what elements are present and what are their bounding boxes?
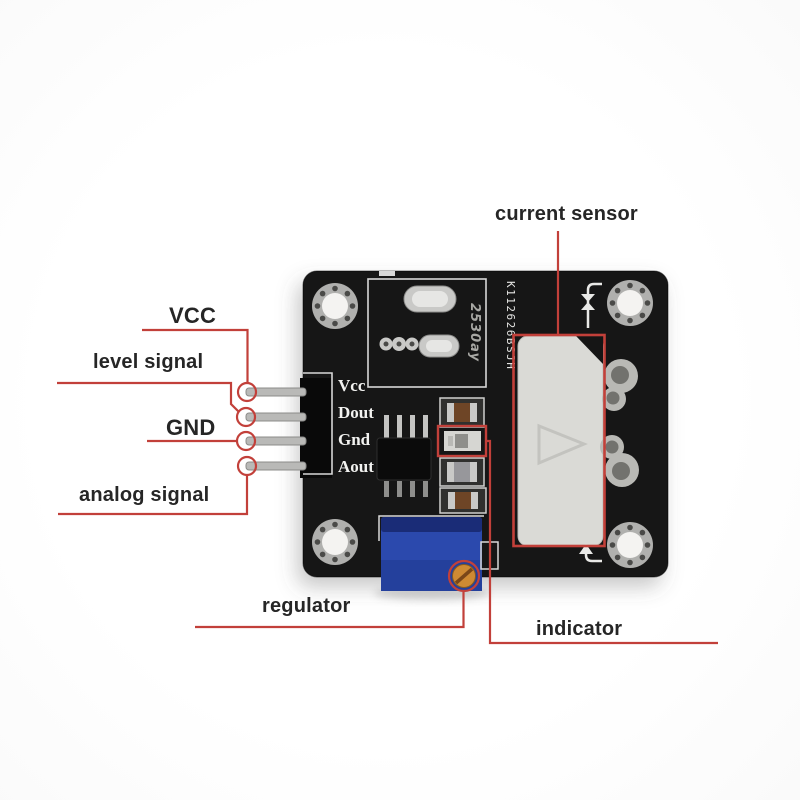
screw-highlight-circle <box>447 559 481 593</box>
annotation-lines <box>57 231 718 645</box>
pin-label-aout: Aout <box>338 457 374 476</box>
small-pads-row <box>379 337 419 351</box>
serial-code-text: K112626BSJH <box>504 281 517 370</box>
pin-dout <box>245 412 307 422</box>
sensor-highlight-box <box>512 333 606 548</box>
pin-vcc <box>245 387 307 397</box>
ic-chip <box>376 415 432 497</box>
silkscreen-edge-tick <box>379 271 395 276</box>
mounting-hole-top-right <box>607 280 653 326</box>
smd-resistor-2 <box>439 487 487 514</box>
callout-label-vcc: VCC <box>169 303 217 328</box>
callout-line-analog-signal <box>58 476 249 516</box>
callout-label-gnd: GND <box>166 415 216 440</box>
silkscreen-box <box>367 278 487 388</box>
smd-capacitor <box>439 457 485 487</box>
pin-label-dout: Dout <box>338 403 374 422</box>
mounting-hole-bottom-right <box>607 522 653 568</box>
pin-circle-aout <box>236 455 258 477</box>
current-sensor-body <box>517 335 604 547</box>
header-pins <box>245 387 307 471</box>
callout-line-vcc <box>142 328 249 382</box>
pin-label-vcc: Vcc <box>338 376 366 395</box>
current-direction-arrow-top <box>581 282 602 328</box>
oval-pad-bottom <box>418 334 460 358</box>
pin-label-gnd: Gnd <box>338 430 371 449</box>
callout-label-regulator: regulator <box>262 595 351 617</box>
sensor-triangle-mark <box>537 423 588 466</box>
callout-line-indicator <box>486 439 718 645</box>
terminal-pads-top <box>602 359 638 411</box>
callout-line-level-signal <box>57 381 240 413</box>
oval-pad-top <box>403 285 457 313</box>
callout-label-analog-signal: analog signal <box>79 484 210 506</box>
date-code-text: 2530ay <box>467 303 482 362</box>
pin-circle-gnd <box>235 430 257 452</box>
mounting-hole-bottom-left <box>312 519 358 565</box>
indicator-led <box>444 431 481 451</box>
pin-gnd <box>245 436 307 446</box>
pin-circle-dout <box>235 406 257 428</box>
callout-label-current-sensor: current sensor <box>495 203 638 225</box>
callout-line-regulator <box>195 592 465 629</box>
current-direction-arrow-bottom <box>579 544 602 563</box>
pin-circle-vcc <box>236 381 258 403</box>
terminal-pads-bottom <box>600 435 639 487</box>
trimpot <box>378 515 484 591</box>
mounting-hole-top-left <box>312 283 358 329</box>
trimpot-silkscreen <box>378 515 484 541</box>
smd-resistor-1 <box>439 397 485 428</box>
callout-label-indicator: indicator <box>536 618 623 640</box>
pin-header-silkscreen-bracket <box>303 372 333 475</box>
pin-aout <box>245 461 307 471</box>
callout-label-level-signal: level signal <box>93 351 204 373</box>
